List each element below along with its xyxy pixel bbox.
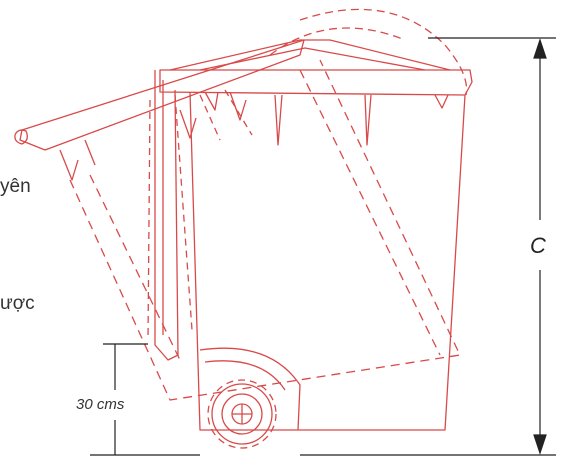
open-lid-rib-1 [59, 149, 79, 181]
wheel-outer [211, 383, 273, 445]
height-dimension-label: C [530, 233, 546, 258]
bin-body-rib-1 [274, 94, 283, 146]
open-lid-rib-2 [84, 139, 96, 166]
open-lid-rib-3 [179, 109, 197, 139]
closed-lid-ridge-2 [199, 47, 426, 71]
wheel-rim [221, 393, 263, 435]
closed-lid-ridge [169, 39, 451, 71]
handle-frame [154, 70, 179, 361]
c-arrow-down [533, 434, 547, 455]
wheel-housing [199, 347, 301, 431]
tilted-body-back [299, 69, 441, 356]
left-text-fragment-1: yên [0, 176, 31, 197]
open-lid-hinge [14, 129, 28, 145]
tilted-body-inner [89, 174, 181, 361]
wheel-housing-inner [204, 360, 286, 391]
handle-dashed-1 [147, 99, 151, 341]
c-arrow-up [533, 38, 547, 59]
handle-dashed-4 [224, 89, 253, 136]
handle-dashed-2 [174, 94, 193, 331]
wheel-spokes [232, 404, 252, 424]
open-lid-outline [19, 39, 305, 151]
left-text-fragment-2: ược [0, 293, 35, 314]
ground-clearance-label: 30 cms [76, 396, 125, 413]
closed-lid-top [159, 69, 473, 96]
lid-fin-1 [204, 91, 219, 111]
tilted-body-outline [69, 59, 461, 401]
bin-body-rib-2 [364, 94, 372, 146]
bin-body [189, 91, 466, 431]
open-lid-rib-4 [229, 91, 247, 121]
handle-dashed-3 [199, 94, 221, 141]
lid-fin-2 [434, 94, 449, 109]
lid-swing-arc [299, 8, 468, 96]
wheel-dashed [207, 379, 277, 449]
